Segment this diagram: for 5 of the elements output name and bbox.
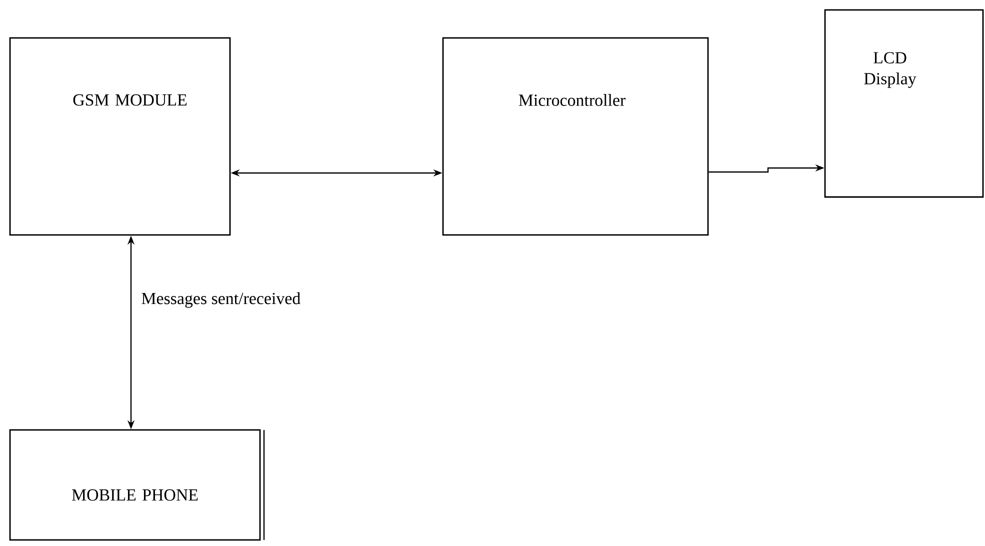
block-box: MOBILE PHONE — [9, 429, 265, 541]
block-box: Microcontroller — [442, 37, 709, 236]
block-box: GSM MODULE — [9, 37, 231, 236]
edge-label: Messages sent/received — [142, 292, 300, 308]
block-box: LCD Display — [824, 9, 984, 198]
